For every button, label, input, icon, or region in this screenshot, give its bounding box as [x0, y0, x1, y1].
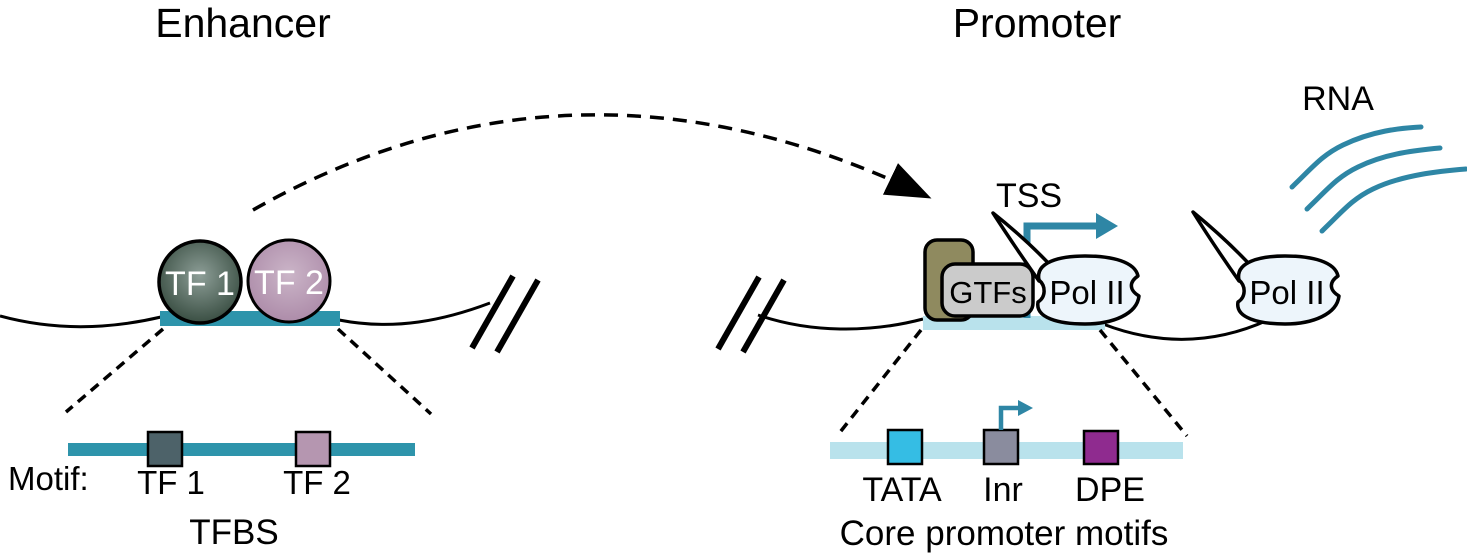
- tata-motif-label: TATA: [862, 471, 942, 509]
- tfbs-caption: TFBS: [189, 513, 278, 552]
- rna-strand-1: [1289, 124, 1424, 190]
- enhancer-title: Enhancer: [155, 0, 331, 46]
- dna-strand-left: [0, 314, 162, 329]
- tata-motif-square: [886, 428, 924, 466]
- tss-label: TSS: [996, 177, 1062, 215]
- tf2-motif-label: TF 2: [283, 464, 351, 501]
- gtfs-box: [940, 262, 1035, 318]
- polii-free-body: [1236, 254, 1341, 326]
- inr-motif-square: [982, 428, 1020, 466]
- tf1-protein-sphere: [157, 239, 243, 325]
- inr-motif-label: Inr: [983, 471, 1023, 509]
- dna-break-slash-left-1: [469, 274, 516, 350]
- motif-prefix-label: Motif:: [8, 460, 89, 497]
- promoter-title: Promoter: [953, 0, 1122, 46]
- dna-break-slash-left-2: [494, 278, 541, 354]
- core-promoter-caption: Core promoter motifs: [840, 514, 1169, 553]
- zoom-guide-left-a: [64, 327, 165, 414]
- dna-strand-promoter-left: [757, 313, 924, 331]
- polii-free: Pol II: [1191, 210, 1341, 326]
- dpe-motif-square: [1082, 429, 1120, 466]
- dpe-motif-label: DPE: [1075, 471, 1145, 509]
- rna-label: RNA: [1302, 80, 1374, 118]
- enhancer-promoter-contact-arrow: [252, 113, 932, 212]
- polii-free-label: Pol II: [1249, 274, 1324, 311]
- zoom-guide-right-a: [835, 328, 923, 438]
- zoom-guide-right-b: [1098, 328, 1189, 438]
- gtfs-label: GTFs: [949, 275, 1027, 310]
- rna-strand-2: [1304, 145, 1443, 212]
- tf1-motif-label: TF 1: [137, 464, 205, 501]
- polii-bound: Pol II: [991, 211, 1141, 326]
- rna-transcripts: [1289, 124, 1467, 234]
- zoom-guide-left-b: [336, 327, 433, 416]
- dna-strand-promoter-right: [1102, 318, 1269, 341]
- tf2-protein-sphere: [246, 238, 332, 324]
- tf2-protein-label: TF 2: [254, 264, 324, 302]
- dna-break-slash-right-1: [715, 275, 762, 351]
- rna-strand-3: [1319, 166, 1467, 234]
- inr-tss-arrow: [998, 400, 1033, 430]
- tf1-motif-square: [146, 430, 184, 468]
- polii-bound-label: Pol II: [1049, 274, 1124, 311]
- dna-strand-left-right: [338, 301, 491, 326]
- polii-bound-body: [1036, 254, 1141, 326]
- tf1-protein-label: TF 1: [165, 265, 235, 303]
- tfbs-motif-bar: [68, 443, 415, 456]
- tf2-motif-square: [294, 430, 332, 468]
